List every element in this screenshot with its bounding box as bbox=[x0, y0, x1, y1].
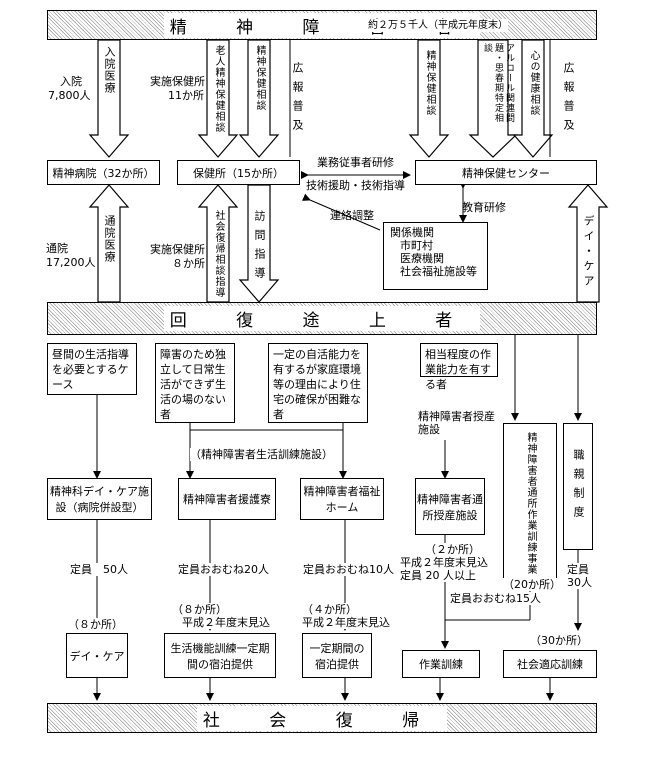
welfare-home-box: 精神障害者福祉ホーム bbox=[300, 478, 384, 520]
note-no-place-to-live: 障害のため独立して日常生活ができず生活の場のない者 bbox=[155, 343, 235, 423]
bottom-banner: 社 会 復 帰 bbox=[47, 703, 597, 733]
inpatient-count: 7,800人 bbox=[48, 89, 91, 102]
agencies-box: 関係機関 市町村 医療機関 社会福祉施設等 bbox=[383, 222, 488, 290]
work-training-box: 精神障害者通所作業訓練事業 bbox=[503, 423, 557, 583]
center-mental-health-arrow-label: 心の健康相談 bbox=[528, 50, 539, 116]
psychiatric-hospital-box: 精神病院（32か所） bbox=[47, 160, 160, 185]
foster-employer-box: 職親制度 bbox=[563, 423, 593, 550]
outcome-welfare-note: 平成２年度末見込 bbox=[302, 616, 390, 629]
work-training-label: 精神障害者通所作業訓練事業 bbox=[525, 431, 536, 575]
home-visit-arrow-label: 訪問指導 bbox=[253, 210, 266, 286]
outcome-social-count: （30か所） bbox=[530, 634, 588, 647]
bottom-banner-title: 社 会 復 帰 bbox=[196, 705, 448, 731]
top-banner-count: 約２万５千人（平成元年度末） bbox=[368, 19, 508, 32]
hokenjo-top-label-1: 実施保健所 bbox=[150, 75, 205, 88]
outcome-daycare-box: デイ・ケア bbox=[66, 633, 128, 678]
living-facility-group-label: （精神障害者生活訓練施設） bbox=[190, 448, 333, 461]
capacity-foster-label: 定員 bbox=[567, 563, 589, 576]
note-daytime-guidance: 昼間の生活指導を必要とするケース bbox=[47, 343, 137, 395]
outcome-dormitory-box: 生活機能訓練一定期間の宿泊提供 bbox=[164, 633, 276, 678]
center-pr-label: 広報普及 bbox=[562, 62, 575, 138]
capacity-training-count: （20か所） bbox=[503, 578, 561, 591]
inpatient-label: 入院 bbox=[60, 75, 82, 88]
note-housing-difficulty: 一定の自活能力を有するが家庭環境等の理由により住宅の確保が困難な者 bbox=[268, 343, 368, 423]
inpatient-care-arrow-label: 入院医療 bbox=[103, 46, 116, 94]
foster-employer-label: 職親制度 bbox=[572, 448, 585, 525]
capacity-dormitory: 定員おおむね20人 bbox=[178, 563, 269, 576]
hokenjo-bottom-label-2: ８か所 bbox=[172, 257, 205, 270]
mental-health-center-box: 精神保健センター bbox=[415, 160, 597, 185]
agencies-title: 関係機関 bbox=[390, 226, 434, 239]
rehab-guidance-arrow-label: 社会復帰相談指導 bbox=[213, 210, 224, 298]
outcome-social-box: 社会適応訓練 bbox=[503, 650, 597, 678]
hokenjo-pr-label: 広報普及 bbox=[291, 62, 304, 138]
mid-banner: 回 復 途 上 者 bbox=[47, 302, 597, 335]
outpatient-label: 通院 bbox=[46, 242, 68, 255]
agencies-item: 社会福祉施設等 bbox=[400, 265, 477, 278]
daycare-facility-box: 精神科デイ・ケア施設（病院併設型） bbox=[47, 478, 152, 520]
health-center-box: 保健所（15か所） bbox=[177, 160, 300, 185]
liaison-label: 連絡調整 bbox=[330, 209, 374, 222]
capacity-workshop-note: 平成２年度末見込 bbox=[400, 556, 488, 569]
note-sheltered-workshop: 精神障害者授産施設 bbox=[418, 410, 495, 436]
outcome-daycare-count: （８か所） bbox=[68, 618, 123, 631]
capacity-welfare-home: 定員おおむね10人 bbox=[303, 563, 394, 576]
sheltered-workshop-box: 精神障害者通所授産施設 bbox=[415, 478, 485, 535]
tech-assist-label: 技術援助・技術指導 bbox=[306, 179, 405, 192]
agencies-item: 市町村 bbox=[400, 239, 433, 252]
mid-banner-title: 回 復 途 上 者 bbox=[163, 306, 481, 331]
center-daycare-arrow-label: デイ・ケア bbox=[582, 215, 595, 290]
center-consultation-arrow-label: 精神保健相談 bbox=[424, 50, 435, 116]
education-label: 教育研修 bbox=[462, 201, 506, 214]
outcome-welfare-count: （４か所） bbox=[302, 603, 357, 616]
outcome-dormitory-count: （８か所） bbox=[172, 603, 227, 616]
note-work-capacity: 相当程度の作業能力を有する者 bbox=[420, 343, 498, 391]
training-label: 業務従事者研修 bbox=[317, 156, 394, 169]
capacity-workshop-count: （２か所） bbox=[425, 543, 480, 556]
outpatient-care-arrow-label: 通院医療 bbox=[103, 215, 116, 263]
top-banner: 精 神 障 害 者 bbox=[47, 10, 597, 40]
outcome-welfare-box: 一定期間の宿泊提供 bbox=[302, 633, 372, 678]
capacity-workshop-size: 定員 20 人以上 bbox=[400, 569, 476, 582]
support-dormitory-box: 精神障害者援護寮 bbox=[178, 478, 276, 520]
capacity-foster-size: 30人 bbox=[567, 576, 592, 589]
hokenjo-bottom-label-1: 実施保健所 bbox=[150, 243, 205, 256]
agencies-item: 医療機関 bbox=[400, 252, 444, 265]
outpatient-count: 17,200人 bbox=[46, 256, 96, 269]
outcome-work-training-box: 作業訓練 bbox=[402, 650, 480, 678]
outcome-dormitory-note: 平成２年度末見込 bbox=[182, 616, 270, 629]
capacity-daycare: 定員 50人 bbox=[70, 563, 128, 576]
mental-consultation-arrow-label: 精神保健相談 bbox=[254, 45, 265, 111]
hokenjo-top-label-2: 11か所 bbox=[168, 89, 204, 102]
center-special-consultation-arrow-label: アルコール関連問題・思春期特定相談 bbox=[482, 43, 514, 123]
elderly-consultation-arrow-label: 老人精神保健相談 bbox=[213, 45, 224, 133]
capacity-training-size: 定員おおむね15人 bbox=[450, 592, 541, 605]
